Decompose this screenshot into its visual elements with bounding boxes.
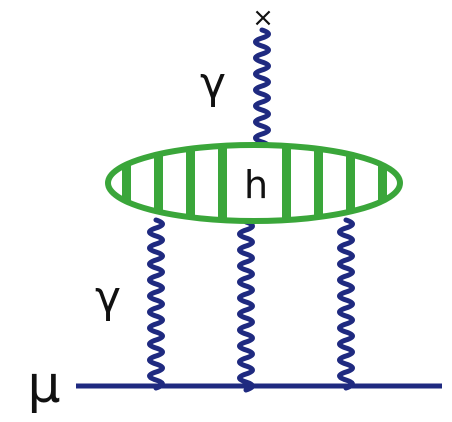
muon-label: μ <box>27 355 60 415</box>
hadron-label: h <box>244 163 268 207</box>
photon-label-left: γ <box>95 272 121 323</box>
blob-stripe <box>218 145 227 221</box>
hadronic-blob-stripes <box>122 145 387 221</box>
photon-line-middle <box>237 219 255 393</box>
photon-line-external <box>253 27 271 153</box>
photon-line-right <box>337 217 355 391</box>
hadronic-blob <box>105 142 403 224</box>
blob-stripe <box>122 145 131 221</box>
blob-stripe <box>378 145 387 221</box>
photon-line-left <box>147 217 165 391</box>
photon-label-top: γ <box>200 58 226 109</box>
external-vertex-marker: × <box>252 3 274 33</box>
blob-stripe <box>346 145 355 221</box>
blob-stripe <box>154 145 163 221</box>
blob-stripe <box>314 145 323 221</box>
hadronic-blob-fill <box>108 145 400 221</box>
blob-stripe <box>186 145 195 221</box>
blob-stripe <box>282 145 291 221</box>
